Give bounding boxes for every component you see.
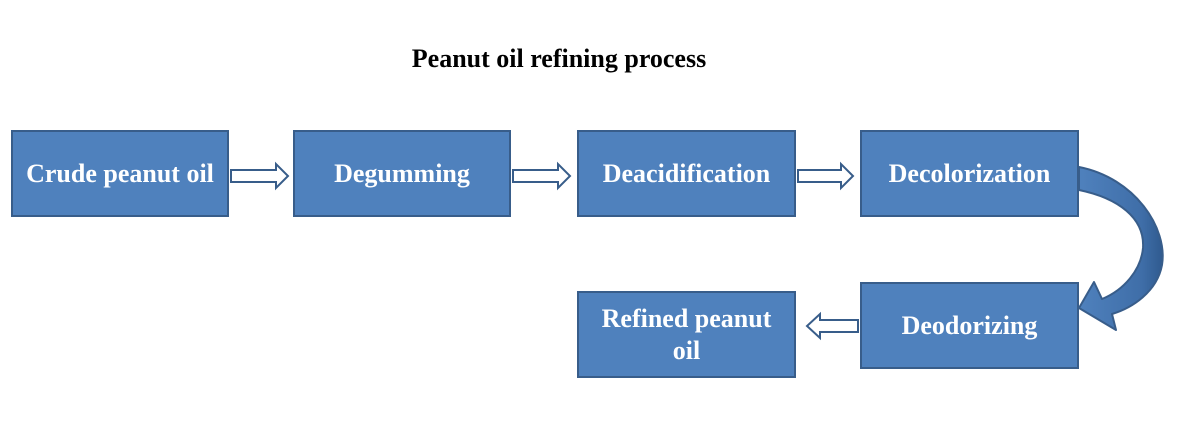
step-decolorization: Decolorization (860, 130, 1079, 217)
arrow-deodorizing-to-refined (805, 311, 859, 341)
arrow-decolorization-to-deodorizing (1078, 166, 1164, 331)
step-deacidification: Deacidification (577, 130, 796, 217)
arrow-crude-to-degumming (230, 161, 290, 191)
diagram-title: Peanut oil refining process (411, 44, 707, 73)
step-crude-peanut-oil: Crude peanut oil (11, 130, 229, 217)
step-deodorizing: Deodorizing (860, 282, 1079, 369)
arrow-deacidification-to-decolorization (797, 161, 855, 191)
arrow-degumming-to-deacidification (512, 161, 572, 191)
step-degumming: Degumming (293, 130, 511, 217)
step-refined-peanut-oil: Refined peanut oil (577, 291, 796, 378)
